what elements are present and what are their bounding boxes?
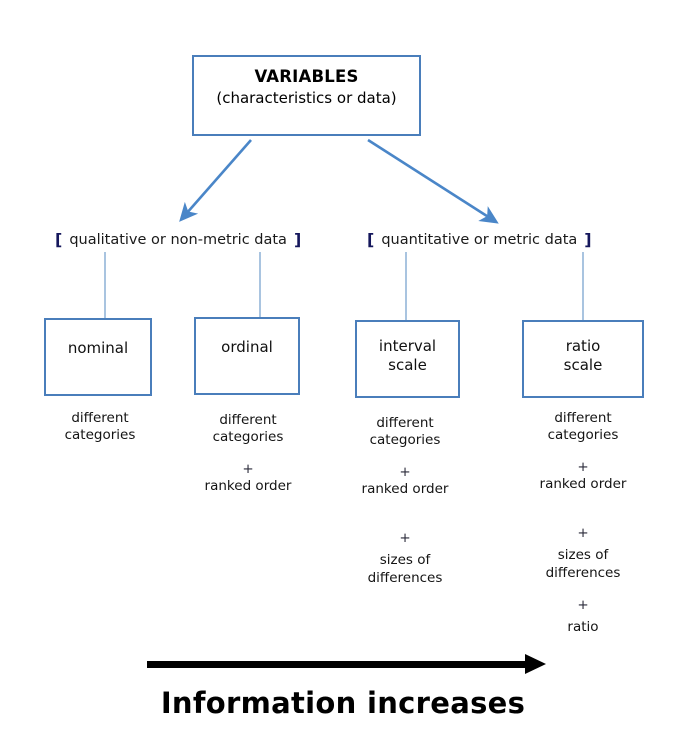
scale-box-ratio[interactable]: ratio scale xyxy=(522,320,644,398)
information-increases-arrow-shaft xyxy=(147,661,533,668)
description-line: categories xyxy=(64,427,136,443)
description-line: different xyxy=(554,410,612,426)
quantitative-group-label: [ quantitative or metric data] xyxy=(367,230,592,249)
description-line: ranked order xyxy=(361,481,449,497)
description-line: categories xyxy=(212,429,284,445)
description-line: categories xyxy=(369,432,441,448)
description-line: + xyxy=(577,597,589,613)
description-line: sizes of xyxy=(557,547,609,563)
description-line: + xyxy=(577,459,589,475)
description-line: different xyxy=(219,412,277,428)
scale-box-ordinal[interactable]: ordinal xyxy=(194,317,300,395)
open-bracket-icon: [ xyxy=(55,230,63,249)
scale-box-nominal[interactable]: nominal xyxy=(44,318,152,396)
close-bracket-icon: ] xyxy=(584,230,592,249)
description-line: ranked order xyxy=(539,476,627,492)
open-bracket-icon: [ xyxy=(367,230,375,249)
description-line: differences xyxy=(545,565,621,581)
description-line: different xyxy=(376,415,434,431)
scale-label-interval-line1: interval xyxy=(378,337,437,355)
description-line: different xyxy=(71,410,129,426)
information-increases-caption: Information increases xyxy=(160,686,526,720)
arrow-variables-to-qualitative xyxy=(179,139,252,222)
scale-label-ordinal: ordinal xyxy=(221,338,273,356)
description-line: + xyxy=(399,464,411,480)
scale-label-nominal: nominal xyxy=(67,339,129,357)
variables-title: VARIABLES xyxy=(254,67,359,86)
quantitative-group-text: quantitative or metric data xyxy=(381,232,578,248)
variables-subtitle: (characteristics or data) xyxy=(216,89,397,107)
variables-root-box[interactable]: VARIABLES (characteristics or data) xyxy=(192,55,421,136)
qualitative-group-label: [ qualitative or non-metric data] xyxy=(55,230,301,249)
description-line: sizes of xyxy=(379,552,431,568)
description-line: ranked order xyxy=(204,478,292,494)
close-bracket-icon: ] xyxy=(293,230,302,249)
information-increases-arrow-head xyxy=(525,654,546,674)
description-line: ratio xyxy=(567,619,599,635)
scale-label-interval-line2: scale xyxy=(388,356,427,374)
qualitative-group-text: qualitative or non-metric data xyxy=(69,232,287,248)
description-line: + xyxy=(242,461,254,477)
scale-box-interval[interactable]: interval scale xyxy=(355,320,460,398)
scale-label-ratio-line2: scale xyxy=(563,356,603,374)
description-line: differences xyxy=(367,570,443,586)
description-line: + xyxy=(399,530,411,546)
arrow-variables-to-quantitative xyxy=(367,138,499,224)
description-line: + xyxy=(577,525,589,541)
scale-label-ratio-line1: ratio xyxy=(565,337,601,355)
description-line: categories xyxy=(547,427,619,443)
